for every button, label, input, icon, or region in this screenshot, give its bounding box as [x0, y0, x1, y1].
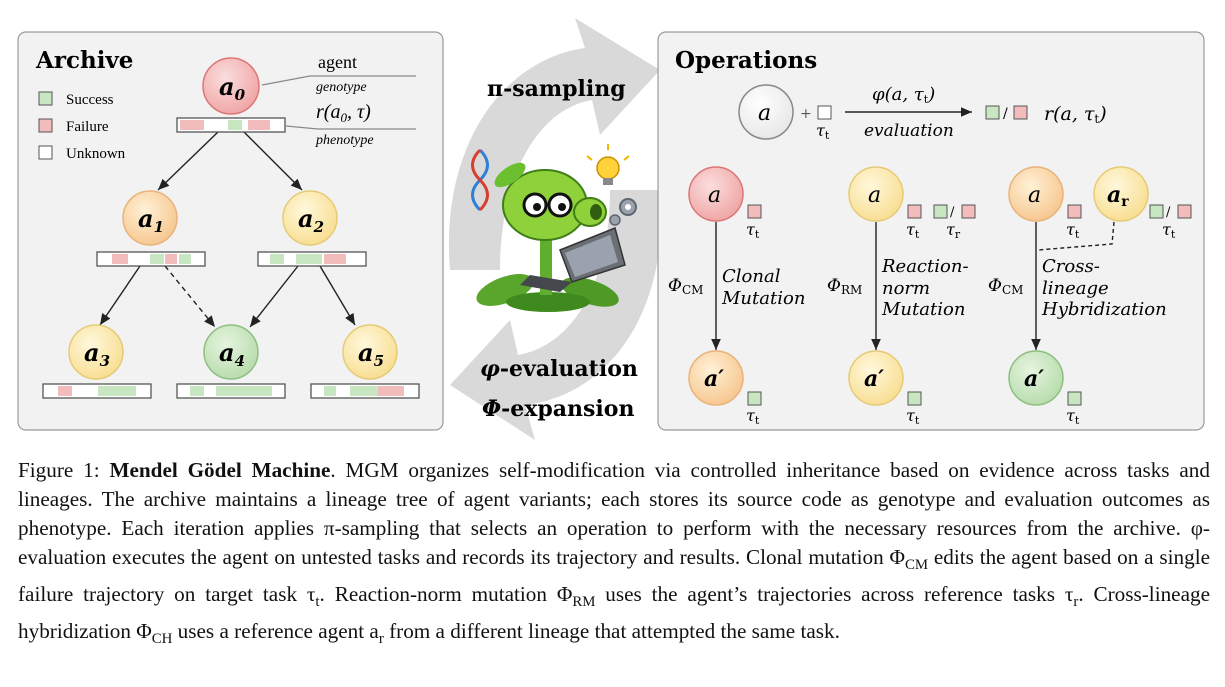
eval-agent-label: a: [758, 101, 771, 126]
svg-text:τt: τt: [906, 220, 920, 241]
svg-text:Hybridization: Hybridization: [1041, 299, 1167, 320]
svg-text:a: a: [1028, 183, 1041, 208]
svg-text:τr: τr: [946, 220, 961, 241]
svg-text:a′: a′: [704, 366, 724, 392]
legend-unknown-label: Unknown: [66, 146, 126, 162]
node-a0: a0: [202, 57, 260, 115]
svg-text:ar: ar: [1107, 182, 1129, 210]
svg-text:τt: τt: [1066, 220, 1080, 241]
svg-text:a0: a0: [219, 72, 246, 104]
phi-expansion-label: Φ-expansion: [482, 396, 634, 422]
operations-title: Operations: [675, 47, 817, 74]
svg-text:a2: a2: [298, 204, 324, 236]
svg-text:Mutation: Mutation: [881, 299, 965, 320]
clonal-mutation-column: a τt ΦCM Clonal Mutation a′ τt: [668, 166, 805, 427]
svg-text:τt: τt: [746, 220, 760, 241]
annotation-lines: [261, 75, 416, 130]
archive-panel: [17, 31, 444, 431]
genotype-annotation: genotype: [316, 80, 367, 95]
phenotype-bar-a1: [96, 251, 206, 267]
node-a2: a2: [282, 190, 338, 246]
plant-mascot-illustration: [471, 144, 637, 312]
svg-text:ΦCM: ΦCM: [988, 276, 1023, 297]
svg-text:a5: a5: [358, 338, 384, 370]
svg-text:a1: a1: [138, 204, 164, 236]
svg-text:a: a: [708, 183, 721, 208]
svg-text:lineage: lineage: [1042, 278, 1109, 299]
svg-text:ΦRM: ΦRM: [827, 276, 862, 297]
reward-annotation: r(a0, τ): [316, 101, 371, 125]
operations-panel: [657, 31, 1205, 431]
svg-text:/: /: [1166, 205, 1171, 220]
svg-text:τt: τt: [906, 406, 920, 427]
eval-task-swatch: [817, 105, 832, 120]
svg-text:/: /: [950, 205, 955, 220]
legend-success-swatch: [38, 91, 53, 106]
eval-success-swatch: [985, 105, 1000, 120]
svg-text:Cross-: Cross-: [1042, 256, 1100, 277]
phenotype-bar-a4: [176, 383, 286, 399]
svg-text:a′: a′: [1024, 366, 1044, 392]
node-a5: a5: [342, 324, 398, 380]
svg-text:a: a: [868, 183, 881, 208]
svg-text:a4: a4: [219, 338, 245, 370]
legend-unknown-swatch: [38, 145, 53, 160]
tree-edges: [99, 131, 356, 328]
svg-text:Reaction-: Reaction-: [881, 256, 969, 277]
svg-text:τt: τt: [746, 406, 760, 427]
legend-failure-swatch: [38, 118, 53, 133]
svg-text:norm: norm: [882, 278, 930, 299]
phenotype-bar-a3: [42, 383, 152, 399]
archive-title: Archive: [35, 47, 133, 74]
figure-caption: Figure 1: Mendel Gödel Machine. MGM orga…: [18, 458, 1210, 648]
legend-failure-label: Failure: [66, 119, 109, 135]
svg-text:a3: a3: [84, 338, 110, 370]
pi-sampling-label: π-sampling: [487, 76, 626, 102]
legend-success-label: Success: [66, 92, 114, 108]
eval-agent-node: [738, 84, 794, 140]
node-a3: a3: [68, 324, 124, 380]
eval-slash: /: [1003, 106, 1008, 122]
eval-evaluation-label: evaluation: [864, 121, 954, 141]
phenotype-annotation: phenotype: [315, 133, 374, 148]
node-a4: a4: [203, 324, 259, 380]
phi-evaluation-label: φ-evaluation: [480, 356, 638, 382]
reaction-norm-mutation-column: a τt / τr ΦRM Reaction- norm Mutation a′…: [827, 166, 976, 427]
eval-plus: +: [800, 106, 812, 122]
node-a1: a1: [122, 190, 178, 246]
svg-text:Clonal: Clonal: [722, 266, 781, 287]
svg-text:τt: τt: [1066, 406, 1080, 427]
svg-text:Mutation: Mutation: [721, 288, 805, 309]
eval-phi-label: φ(a, τt): [872, 84, 935, 106]
archive-legend: Success Failure Unknown: [38, 91, 126, 162]
phenotype-bar-a5: [310, 383, 420, 399]
svg-text:ΦCM: ΦCM: [668, 276, 703, 297]
agent-annotation: agent: [318, 52, 357, 72]
svg-text:τt: τt: [1162, 220, 1176, 241]
eval-failure-swatch: [1013, 105, 1028, 120]
phenotype-bar-a0: [176, 117, 286, 133]
eval-reward-label: r(a, τt): [1044, 103, 1107, 126]
mgm-diagram: Archive Success Failure Unknown agent ge…: [17, 18, 1205, 440]
evaluation-row: a + τt φ(a, τt) evaluation / r(a, τt): [738, 84, 1107, 142]
cross-lineage-hybridization-column: a τt ar / τt ΦCM Cross- lineage Hybridiz…: [988, 166, 1192, 427]
phenotype-bar-a2: [257, 251, 367, 267]
svg-text:a′: a′: [864, 366, 884, 392]
eval-tau-t: τt: [816, 121, 830, 142]
